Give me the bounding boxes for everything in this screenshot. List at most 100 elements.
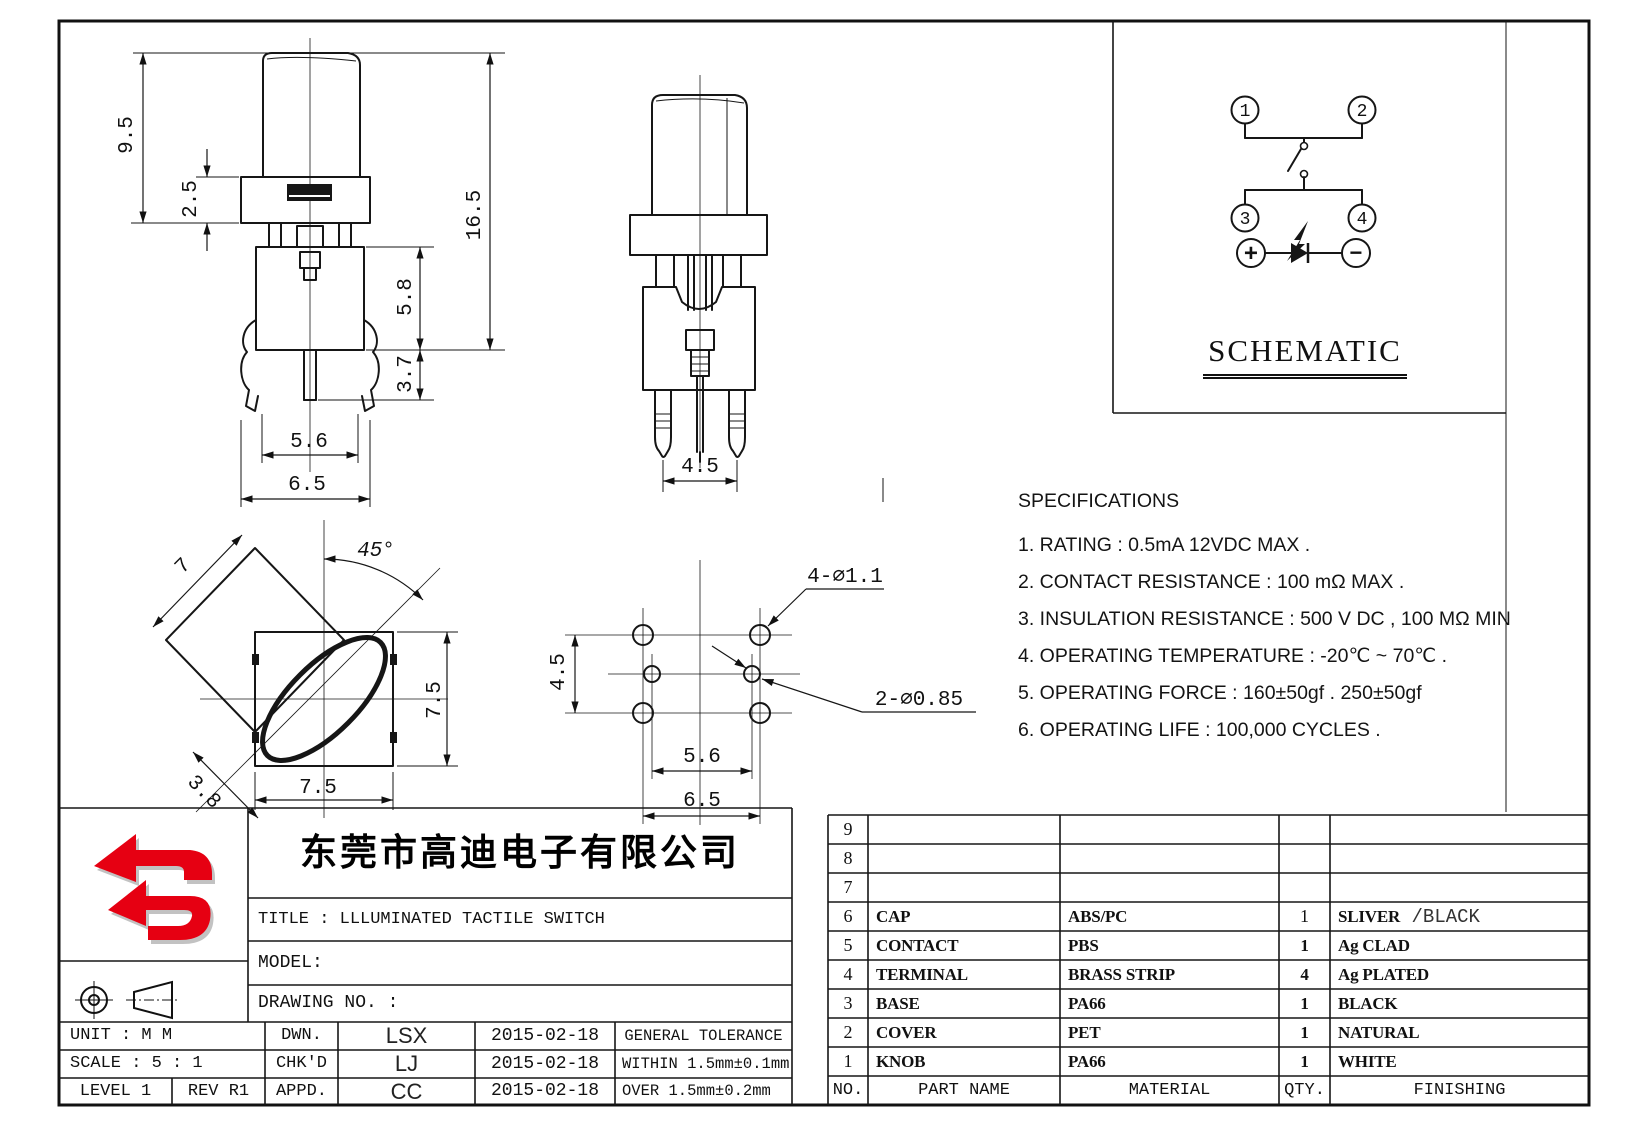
- chkd-label: CHK'D: [275, 1054, 327, 1073]
- level-field: LEVEL 1: [79, 1082, 152, 1101]
- parts-row-material: PET: [1068, 1023, 1101, 1042]
- parts-row-finishing: WHITE: [1338, 1052, 1397, 1071]
- parts-row-material: PA66: [1068, 1052, 1106, 1071]
- pcb-layout-view: 4.5 5.6 6.5 4-∅1.1 2-∅0.85: [548, 560, 976, 825]
- parts-header-qty: QTY.: [1284, 1081, 1325, 1100]
- spec-line-operating-force: 5. OPERATING FORCE : 160±50gf . 250±50gf: [1018, 682, 1422, 704]
- dim-front-inner-width: 5.6: [290, 431, 328, 454]
- spec-title: SPECIFICATIONS: [1018, 490, 1180, 512]
- side-view: 4.5: [629, 75, 768, 492]
- dim-pcb-mid-pitch: 5.6: [683, 746, 721, 769]
- schematic-cathode-label: −: [1349, 242, 1362, 267]
- tolerance-within: WITHIN 1.5mm±0.1mm: [622, 1055, 790, 1073]
- schematic-pin-1: 1: [1240, 102, 1251, 122]
- parts-header-material: MATERIAL: [1128, 1081, 1211, 1100]
- parts-row-no: 2: [843, 1022, 853, 1042]
- parts-row-qty: 1: [1300, 936, 1309, 955]
- parts-row-finishing-alt: /BLACK: [1400, 906, 1480, 928]
- dwn-label: DWN.: [281, 1026, 322, 1045]
- parts-row-no: 3: [843, 993, 853, 1013]
- parts-row-part: CONTACT: [876, 936, 959, 955]
- parts-row-qty: 4: [1300, 965, 1309, 984]
- dim-front-outer-width: 6.5: [288, 474, 326, 497]
- parts-row-material: PA66: [1068, 994, 1106, 1013]
- drawing-no-label: DRAWING NO. :: [258, 993, 399, 1013]
- parts-row-qty: 1: [1300, 1052, 1309, 1071]
- company-name: 东莞市高迪电子有限公司: [300, 832, 740, 873]
- title-block-grid: [59, 807, 793, 1105]
- dim-top-cap-width: 7: [171, 554, 196, 579]
- parts-row-finishing: NATURAL: [1338, 1023, 1420, 1042]
- dim-front-pin-height: 3.7: [395, 355, 418, 393]
- appd-date: 2015-02-18: [490, 1081, 600, 1101]
- tolerance-over: OVER 1.5mm±0.2mm: [622, 1082, 771, 1100]
- parts-row-no: 4: [843, 964, 853, 984]
- parts-row-material: ABS/PC: [1068, 907, 1128, 926]
- drawing-title: TITLE : LLLUMINATED TACTILE SWITCH: [258, 910, 605, 929]
- appd-name: CC: [390, 1079, 423, 1104]
- company-logo: [94, 834, 212, 940]
- parts-header-part: PART NAME: [918, 1081, 1010, 1100]
- appd-label: APPD.: [275, 1082, 327, 1101]
- spec-line-insulation-resistance: 3. INSULATION RESISTANCE : 500 V DC , 10…: [1018, 608, 1511, 630]
- schematic-pin-4: 4: [1357, 210, 1368, 230]
- front-view: 9.5 2.5 16.5 5.8 3.7 5.6 6.5: [116, 38, 505, 507]
- schematic-pin-2: 2: [1357, 102, 1368, 122]
- parts-row-no: 7: [843, 877, 853, 897]
- rev-field: REV R1: [187, 1082, 250, 1101]
- parts-row-qty: 1: [1300, 994, 1309, 1013]
- dwn-date: 2015-02-18: [490, 1026, 600, 1046]
- parts-row-no: 9: [843, 819, 853, 839]
- parts-table-grid: [827, 814, 1589, 1105]
- projection-symbol-icon: [75, 980, 180, 1020]
- unit-field: UNIT : M M: [70, 1026, 173, 1045]
- parts-row-finishing: SLIVER: [1338, 907, 1401, 926]
- parts-row-finishing: BLACK: [1338, 994, 1398, 1013]
- parts-row-material: PBS: [1068, 936, 1099, 955]
- dim-top-angle: 45°: [357, 540, 395, 563]
- page-border: [57, 19, 1591, 1107]
- chkd-date: 2015-02-18: [490, 1054, 600, 1074]
- parts-row-part: TERMINAL: [876, 965, 968, 984]
- parts-header-finishing: FINISHING: [1413, 1081, 1506, 1100]
- dim-front-cap-height: 9.5: [116, 116, 139, 154]
- dim-side-pin-pitch: 4.5: [681, 456, 719, 479]
- spec-line-operating-temperature: 4. OPERATING TEMPERATURE : -20℃ ~ 70℃ .: [1018, 645, 1448, 667]
- dim-front-flange-height: 2.5: [180, 180, 203, 218]
- parts-row-part: COVER: [876, 1023, 937, 1042]
- parts-header-no: NO.: [832, 1081, 864, 1100]
- pcb-hole-callout-large: 4-∅1.1: [807, 566, 883, 589]
- scale-field: SCALE : 5 : 1: [70, 1054, 203, 1073]
- parts-row-no: 5: [843, 935, 853, 955]
- parts-row-qty: 1: [1300, 906, 1309, 926]
- dim-top-body-height: 7.5: [424, 681, 447, 719]
- parts-row-no: 6: [843, 906, 853, 926]
- parts-row-no: 1: [843, 1051, 853, 1071]
- dim-front-base-height: 5.8: [395, 278, 418, 316]
- dim-top-body-width: 7.5: [299, 777, 337, 800]
- tolerance-title: GENERAL TOLERANCE: [624, 1027, 783, 1045]
- parts-row-no: 8: [843, 848, 853, 868]
- schematic-anode-label: +: [1244, 242, 1258, 269]
- chkd-name: LJ: [394, 1051, 419, 1076]
- parts-row-material: BRASS STRIP: [1068, 965, 1175, 984]
- parts-row-part: CAP: [876, 907, 911, 926]
- model-label: MODEL:: [258, 953, 323, 973]
- dim-front-total-height: 16.5: [464, 190, 487, 240]
- top-view: 7 45° 7.5 3.8 7.5: [152, 520, 458, 819]
- parts-row-part: BASE: [876, 994, 920, 1013]
- schematic-caption: SCHEMATIC: [1203, 333, 1407, 379]
- spec-line-rating: 1. RATING : 0.5mA 12VDC MAX .: [1018, 534, 1311, 556]
- parts-row-qty: 1: [1300, 1023, 1309, 1042]
- parts-row-finishing: Ag CLAD: [1338, 936, 1410, 955]
- parts-row-part: KNOB: [876, 1052, 926, 1071]
- schematic-view: 1 2 3 4 + −: [1112, 21, 1506, 414]
- spec-line-contact-resistance: 2. CONTACT RESISTANCE : 100 mΩ MAX .: [1018, 571, 1405, 593]
- schematic-pin-3: 3: [1240, 210, 1251, 230]
- spec-list: SPECIFICATIONS 1. RATING : 0.5mA 12VDC M…: [1018, 490, 1518, 749]
- spec-line-operating-life: 6. OPERATING LIFE : 100,000 CYCLES .: [1018, 719, 1381, 741]
- pcb-hole-callout-small: 2-∅0.85: [875, 689, 963, 712]
- dim-pcb-row-pitch: 4.5: [548, 653, 571, 691]
